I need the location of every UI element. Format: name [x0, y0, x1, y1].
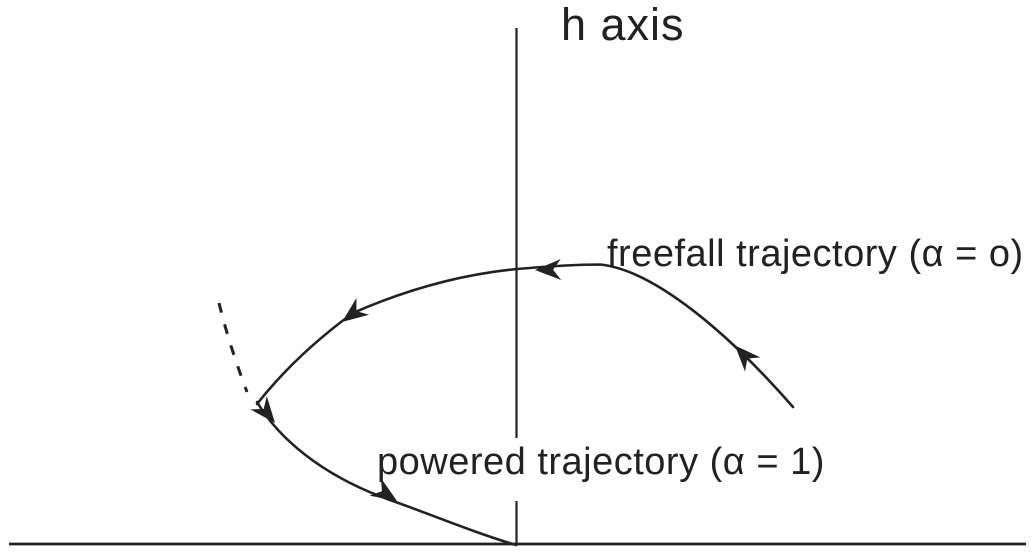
- h-axis-label: h axis: [561, 0, 685, 50]
- freefall-right-arrowhead-icon: [735, 345, 761, 372]
- powered-extension-dashed-curve: [217, 302, 249, 393]
- freefall-top-arrowhead-icon: [535, 259, 562, 281]
- powered-curve: [255, 400, 518, 547]
- freefall-curve: [255, 263, 795, 409]
- powered-mid-arrowhead-icon: [369, 478, 397, 501]
- freefall-left-arrowhead-icon: [342, 297, 370, 322]
- freefall-trajectory-label: freefall trajectory (α = o): [607, 233, 1024, 275]
- powered-start-arrowhead-icon: [250, 396, 275, 423]
- powered-trajectory-label: powered trajectory (α = 1): [377, 441, 825, 483]
